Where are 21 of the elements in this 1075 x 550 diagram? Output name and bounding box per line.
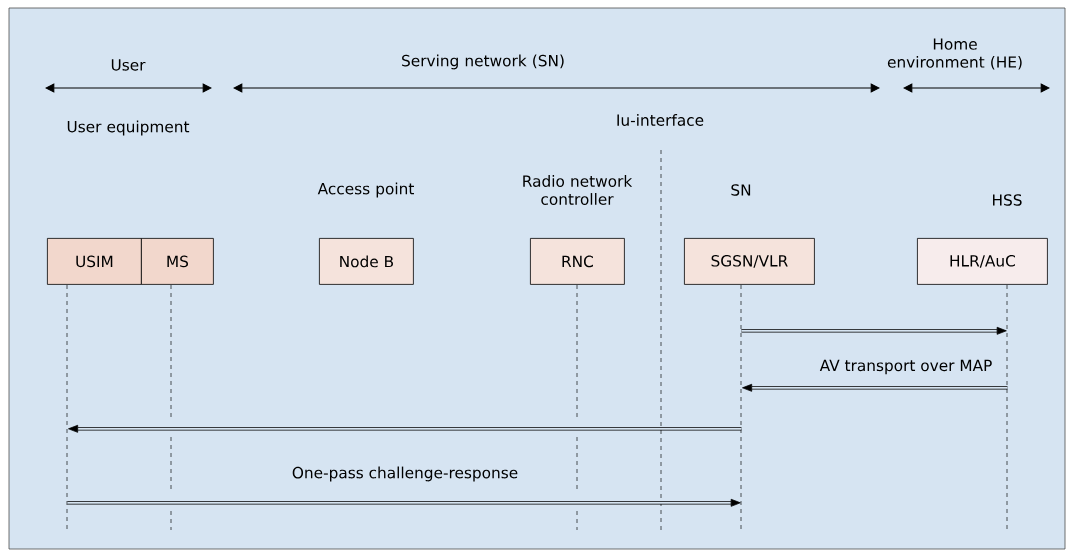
entity-box: USIM xyxy=(47,238,142,285)
edge-label: One-pass challenge-response xyxy=(290,465,520,483)
entity-box: SGSN/VLR xyxy=(684,238,815,285)
message-arrow xyxy=(741,326,1007,335)
region-label: User xyxy=(111,59,146,71)
entity-heading: SN xyxy=(731,184,751,196)
entity-box: Node B xyxy=(319,238,414,285)
message-arrow xyxy=(67,498,741,507)
entity-box: RNC xyxy=(530,238,625,285)
message-arrow xyxy=(742,383,1008,392)
entity-heading: Radio network controller xyxy=(523,175,633,205)
entity-heading: Access point xyxy=(317,182,414,198)
entity-box: HLR/AuC xyxy=(917,238,1048,285)
region-label: Home environment (HE) xyxy=(887,38,1022,70)
edge-label: AV transport over MAP xyxy=(818,358,994,376)
region-label: Serving network (SN) xyxy=(402,54,564,70)
entity-heading: HSS xyxy=(993,194,1022,206)
region-label: Iu-interface xyxy=(617,114,704,126)
region-label: User equipment xyxy=(67,120,190,136)
entity-box: MS xyxy=(141,238,214,285)
message-arrow xyxy=(68,424,742,433)
